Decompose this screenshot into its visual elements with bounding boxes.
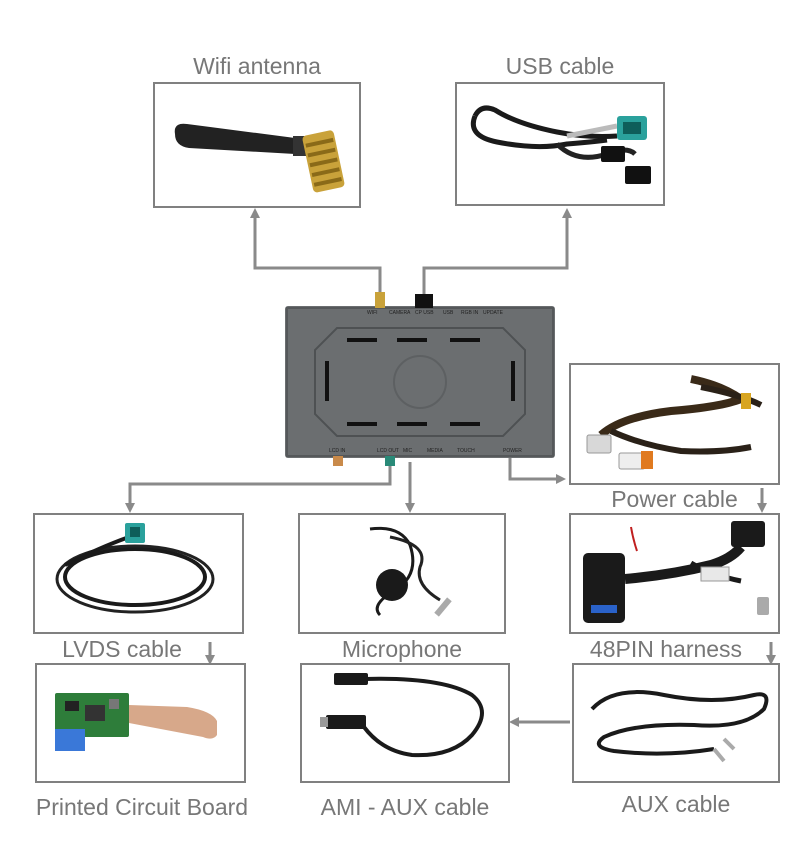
power-connector-line: [508, 455, 566, 484]
ami-aux-cable-box: [300, 663, 510, 783]
harness-48pin-box: [569, 513, 780, 634]
usb-cable-box: [455, 82, 665, 206]
power-cable-box: [569, 363, 780, 485]
cp-usb-port: [415, 294, 433, 308]
wifi-antenna-image: [174, 123, 345, 193]
usb-cable-label: USB cable: [505, 53, 615, 79]
pcb-image: [55, 693, 217, 751]
microphone-image: [369, 526, 452, 617]
wifi-connector-line: [250, 208, 382, 305]
lcd-out-port: [385, 456, 395, 466]
main-interface-box: WIFI CAMERA CP USB USB RGB IN UPDATE LCD…: [285, 292, 555, 466]
port-label-mic: MIC: [403, 448, 413, 454]
lvds-cable-box: [33, 513, 244, 634]
pcb-label: Printed Circuit Board: [35, 794, 249, 820]
port-label-lcd-in: LCD IN: [329, 448, 346, 454]
usb-cable-image: [470, 105, 651, 184]
wifi-antenna-label: Wifi antenna: [193, 53, 321, 79]
pcb-box: [35, 663, 246, 783]
port-label-touch: TOUCH: [457, 448, 475, 454]
port-label-update: UPDATE: [483, 310, 503, 316]
microphone-box: [298, 513, 506, 634]
port-label-lcd-out: LCD OUT: [377, 448, 399, 454]
port-label-rgb-in: RGB IN: [461, 310, 479, 316]
port-label-wifi: WIFI: [367, 310, 378, 316]
lvds-cable-label: LVDS cable: [62, 636, 182, 662]
main-interface-image: [285, 306, 555, 458]
port-label-media: MEDIA: [427, 448, 443, 454]
aux-cable-image: [590, 690, 769, 763]
ami-aux-cable-label: AMI - AUX cable: [320, 794, 490, 820]
port-label-cp-usb: CP USB: [415, 310, 434, 316]
microphone-label: Microphone: [341, 636, 463, 662]
port-label-camera: CAMERA: [389, 310, 411, 316]
power-cable-label: Power cable: [611, 486, 738, 512]
port-label-power: POWER: [503, 448, 522, 454]
usb-connector-line: [422, 208, 572, 295]
aux-cable-box: [572, 663, 780, 783]
wifi-port: [375, 292, 385, 308]
port-label-usb: USB: [443, 310, 454, 316]
lcd-in-port: [333, 456, 343, 466]
wifi-antenna-box: [153, 82, 361, 208]
harness-48pin-image: [583, 521, 769, 623]
aux-cable-label: AUX cable: [621, 791, 731, 817]
lvds-connector-line: [125, 462, 392, 513]
harness-48pin-label: 48PIN harness: [589, 636, 743, 662]
power-cable-image: [586, 375, 763, 470]
ami-aux-cable-image: [320, 673, 484, 758]
lvds-cable-image: [55, 523, 215, 614]
